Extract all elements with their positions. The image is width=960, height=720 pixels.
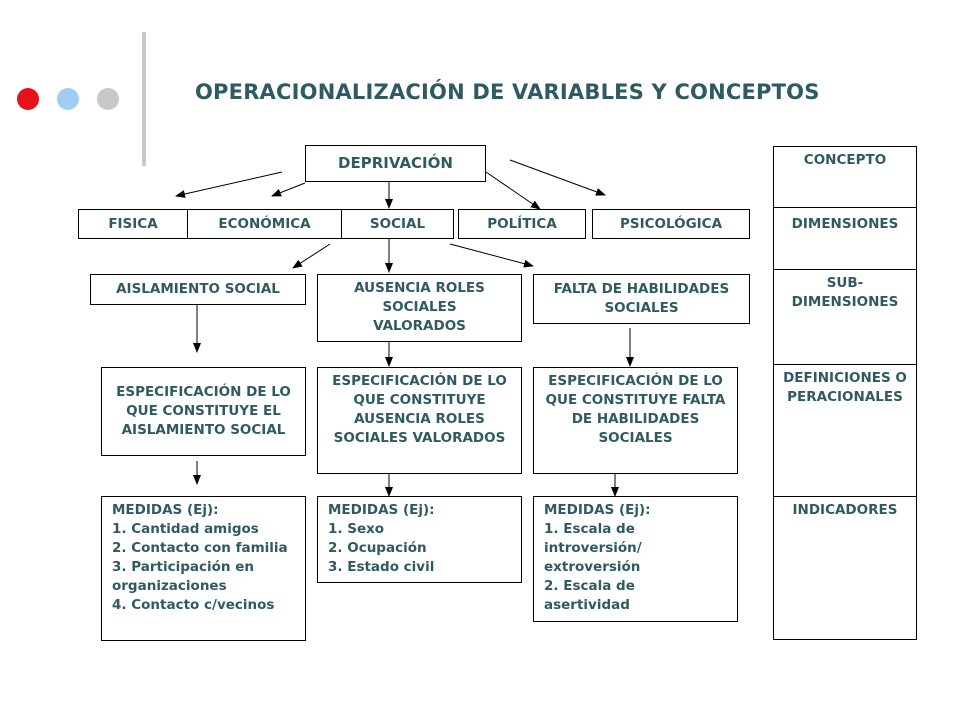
subdimension-falta: FALTA DE HABILIDADES SOCIALES [533, 274, 750, 324]
red-dot [17, 88, 39, 110]
measure-line: 2. Contacto con familia [112, 540, 288, 556]
definition-ausencia: ESPECIFICACIÓN DE LO QUE CONSTITUYE AUSE… [317, 367, 522, 474]
dimension-social: SOCIAL [341, 209, 454, 239]
subdimension-ausencia: AUSENCIA ROLES SOCIALES VALORADOS [317, 274, 522, 342]
measure-line: MEDIDAS (Ej): [328, 502, 435, 518]
definition-aislamiento: ESPECIFICACIÓN DE LO QUE CONSTITUYE EL A… [101, 367, 306, 456]
measures-aislamiento: MEDIDAS (Ej): 1. Cantidad amigos 2. Cont… [101, 496, 306, 641]
measure-line: asertividad [544, 597, 630, 613]
dimension-fisica: FISICA [78, 209, 188, 239]
page-title: OPERACIONALIZACIÓN DE VARIABLES Y CONCEP… [195, 80, 820, 104]
legend-definiciones: DEFINICIONES OPERACIONALES [773, 364, 917, 496]
measure-line: organizaciones [112, 578, 227, 594]
divider-bar [142, 32, 146, 166]
dimension-economica: ECONÓMICA [187, 209, 342, 239]
dimension-psicologica: PSICOLÓGICA [592, 209, 750, 239]
arrow-to-aislamiento [292, 243, 331, 269]
measure-line: 1. Cantidad amigos [112, 521, 259, 537]
blue-dot [57, 88, 79, 110]
measures-ausencia: MEDIDAS (Ej): 1. Sexo 2. Ocupación 3. Es… [317, 496, 522, 583]
arrow-to-fisica [175, 171, 283, 198]
measure-line: 2. Ocupación [328, 540, 427, 556]
measure-line: 3. Estado civil [328, 559, 435, 575]
concept-box: DEPRIVACIÓN [305, 145, 486, 182]
arrow-to-falta [449, 243, 534, 268]
arrow-to-psicologica [509, 159, 606, 196]
measure-line: 3. Participación en [112, 559, 254, 575]
measure-line: MEDIDAS (Ej): [544, 502, 651, 518]
definition-falta: ESPECIFICACIÓN DE LO QUE CONSTITUYE FALT… [533, 367, 738, 474]
gray-dot [97, 88, 119, 110]
measure-line: 4. Contacto c/vecinos [112, 597, 275, 613]
legend-dimensiones: DIMENSIONES [773, 207, 917, 269]
measure-line: extroversión [544, 559, 641, 575]
legend-concepto: CONCEPTO [773, 146, 917, 207]
subdimension-aislamiento: AISLAMIENTO SOCIAL [90, 274, 306, 305]
measure-line: introversión/ [544, 540, 642, 556]
legend-subdimensiones: SUB-DIMENSIONES [773, 269, 917, 364]
measure-line: 2. Escala de [544, 578, 635, 594]
arrow-to-economica [271, 182, 306, 197]
measures-falta: MEDIDAS (Ej): 1. Escala de introversión/… [533, 496, 738, 622]
arrow-to-politica [485, 171, 541, 210]
measure-line: 1. Sexo [328, 521, 385, 537]
measure-line: MEDIDAS (Ej): [112, 502, 219, 518]
measure-line: 1. Escala de [544, 521, 635, 537]
legend-indicadores: INDICADORES [773, 496, 917, 640]
dimension-politica: POLÍTICA [458, 209, 586, 239]
